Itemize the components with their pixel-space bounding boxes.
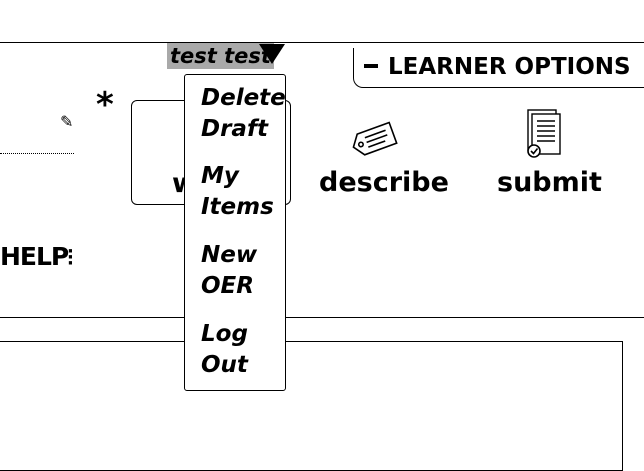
header-rule [0,42,644,43]
help-label[interactable]: HELP [0,242,69,271]
minus-icon [364,63,378,68]
submit-step-label[interactable]: submit [497,167,602,198]
learner-options-label: LEARNER OPTIONS [388,54,631,80]
triangle-down-icon[interactable] [259,44,285,64]
document-check-icon[interactable] [524,108,564,160]
user-name[interactable]: test test [167,43,274,69]
section-rule [0,317,644,318]
tag-icon[interactable] [350,120,402,158]
asterisk-icon: * [96,85,114,125]
learner-options-button[interactable]: LEARNER OPTIONS [353,48,644,88]
describe-step-label[interactable]: describe [319,167,449,198]
kebab-icon[interactable]: ··· [67,241,74,274]
pencil-icon[interactable]: ✎ [60,112,74,131]
dotted-input-underline [0,153,74,154]
